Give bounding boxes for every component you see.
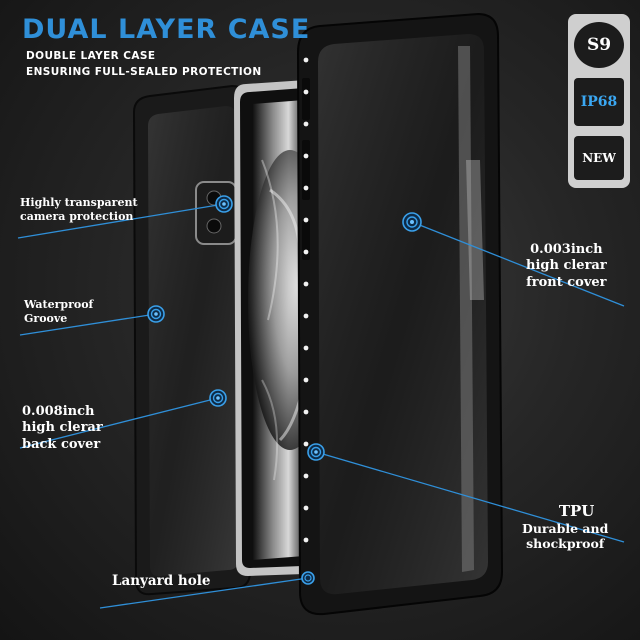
target-marker-icon (147, 195, 422, 585)
callout-tpu: TPU Durable and shockproof (522, 502, 609, 552)
model-badge: S9 (574, 22, 624, 68)
subtitle-line-1: DOUBLE LAYER CASE (26, 50, 156, 62)
front-cover (296, 12, 504, 616)
back-cover (132, 84, 252, 596)
new-badge: NEW (574, 136, 624, 180)
callout-camera: Highly transparent camera protection (20, 196, 138, 223)
sealing-dots (303, 57, 309, 543)
ip-rating-badge: IP68 (574, 78, 624, 126)
callout-lines (17, 203, 625, 609)
callout-front-cover: 0.003inch high clerar front cover (526, 242, 607, 290)
feature-badge-panel: S9 IP68 NEW (568, 14, 630, 188)
callout-lanyard-hole: Lanyard hole (112, 573, 211, 589)
callout-back-cover: 0.008inch high clerar back cover (22, 404, 103, 452)
page-title: DUAL LAYER CASE (22, 14, 311, 45)
phone (234, 80, 341, 576)
callout-groove: Waterproof Groove (24, 298, 94, 325)
subtitle-line-2: ENSURING FULL-SEALED PROTECTION (26, 66, 262, 78)
